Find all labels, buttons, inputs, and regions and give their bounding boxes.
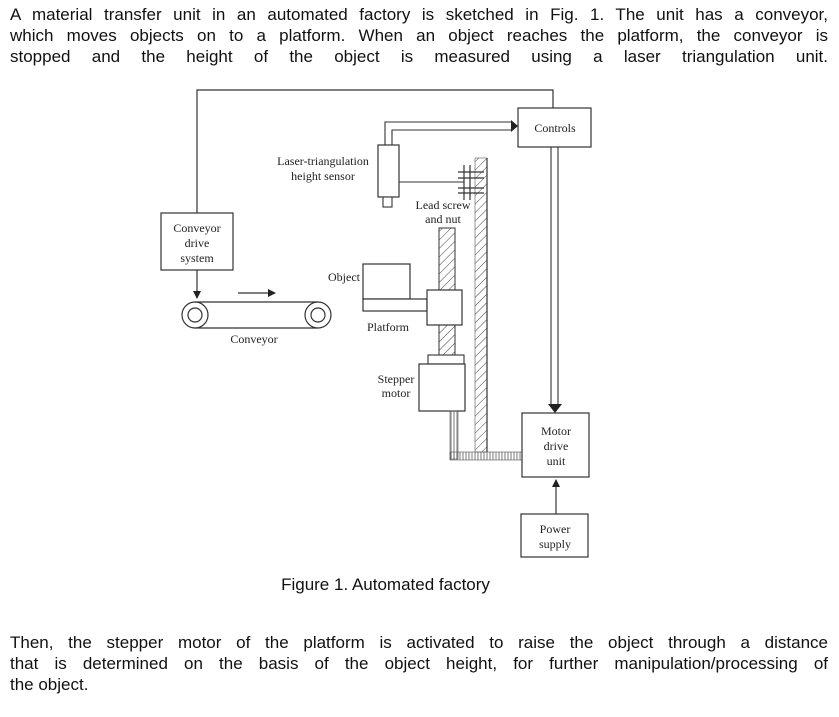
object-block: Object: [328, 263, 411, 300]
conveyor-drive-system: Conveyor drive system: [160, 212, 234, 271]
power-label-line2: supply: [539, 537, 571, 551]
vertical-frame: [474, 157, 488, 453]
controls-label: Controls: [534, 121, 576, 135]
laser-triangulation-sensor: Laser-triangulation height sensor: [277, 144, 464, 208]
conveyor-drive-label-line2: drive: [185, 236, 210, 250]
power-label-line1: Power: [540, 522, 571, 536]
outro-paragraph: Then, the stepper motor of the platform …: [10, 632, 828, 695]
lead-screw-label-line1: Lead screw: [416, 198, 471, 212]
control-signal-line: [196, 89, 554, 213]
sensor-label-line2: height sensor: [291, 169, 355, 183]
intro-paragraph: A material transfer unit in an automated…: [10, 4, 828, 67]
figure-caption: Figure 1. Automated factory: [0, 575, 839, 595]
sensor-label-line1: Laser-triangulation: [277, 154, 369, 168]
intro-line: which moves objects on to a platform. Wh…: [10, 26, 828, 45]
stepper-label-line2: motor: [382, 386, 411, 400]
lead-screw-bearing: [458, 165, 484, 200]
motor-drive-label-line2: drive: [544, 439, 569, 453]
conveyor-belt: [181, 301, 332, 329]
power-supply: Power supply: [520, 513, 589, 558]
motor-drive-unit: Motor drive unit: [521, 412, 590, 478]
platform: Platform: [362, 289, 463, 334]
stepper-motor: Stepper motor: [378, 354, 466, 412]
intro-line: stopped and the height of the object is …: [10, 47, 828, 66]
stepper-label-line1: Stepper: [378, 372, 415, 386]
controls-block: Controls: [517, 107, 592, 148]
figure-caption-text: Figure 1. Automated factory: [281, 575, 490, 594]
conveyor-label: Conveyor: [230, 332, 277, 346]
platform-label: Platform: [367, 320, 410, 334]
object-label: Object: [328, 270, 361, 284]
outro-line: Then, the stepper motor of the platform …: [10, 633, 828, 652]
sensor-signal-line: [384, 121, 512, 145]
outro-line: the object.: [10, 675, 89, 694]
intro-line: A material transfer unit in an automated…: [10, 5, 828, 24]
lead-screw-label-line2: and nut: [425, 212, 461, 226]
controls-to-motor-drive-line: [550, 147, 559, 405]
motor-drive-label-line1: Motor: [541, 424, 571, 438]
conveyor-drive-label-line3: system: [180, 251, 214, 265]
conveyor-drive-label-line1: Conveyor: [173, 221, 220, 235]
outro-line: that is determined on the basis of the o…: [10, 654, 828, 673]
motor-cable: [449, 410, 525, 461]
motor-drive-label-line3: unit: [547, 454, 566, 468]
